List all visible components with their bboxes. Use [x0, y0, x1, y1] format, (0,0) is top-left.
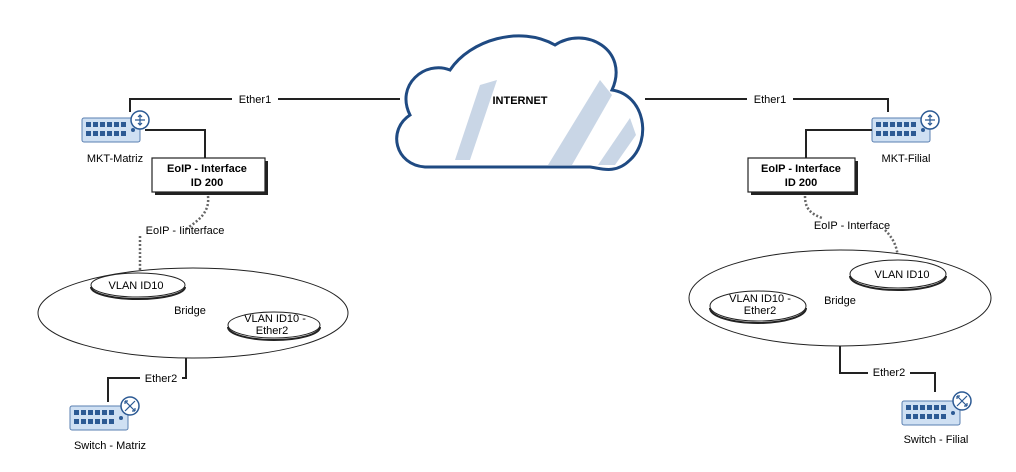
matriz-wan-link-label: Ether1	[239, 94, 271, 106]
internet-label: INTERNET	[493, 95, 548, 107]
filial-eoip-link-label: EoIP - Interface	[814, 220, 890, 232]
matriz-eoip-dotted-link	[138, 195, 210, 270]
matriz-vlan-ether2-line2: Ether2	[256, 325, 288, 337]
filial-router[interactable]: MKT-Filial	[871, 110, 940, 165]
switch-icon	[901, 391, 972, 426]
filial-eoip-connector	[805, 129, 872, 158]
router-icon	[871, 110, 940, 143]
matriz-lan-link-label: Ether2	[145, 373, 177, 385]
filial-router-label: MKT-Filial	[882, 153, 931, 165]
matriz-eoip-link-label: EoIP - Iinterface	[146, 225, 225, 237]
matriz-eoip-connector	[145, 129, 206, 158]
matriz-vlan-ether2-line1: VLAN ID10 -	[244, 313, 306, 325]
matriz-vlan-ether2[interactable]: VLAN ID10 - Ether2	[227, 311, 321, 341]
filial-lan-link-label: Ether2	[873, 367, 905, 379]
internet-cloud: INTERNET	[395, 34, 645, 171]
matriz-switch-label: Switch - Matriz	[74, 440, 146, 452]
filial-vlan-id10-label: VLAN ID10	[874, 269, 929, 281]
filial-eoip-title: EoIP - Interface	[761, 163, 841, 175]
filial-eoip-box[interactable]: EoIP - Interface ID 200	[747, 157, 858, 195]
filial-wan-link-label: Ether1	[754, 94, 786, 106]
matriz-eoip-id: ID 200	[191, 177, 223, 189]
filial-wan-link	[645, 98, 889, 112]
filial-vlan-ether2-line1: VLAN ID10 -	[729, 293, 791, 305]
filial-vlan-id10[interactable]: VLAN ID10	[849, 259, 947, 291]
switch-icon	[69, 396, 140, 431]
matriz-router[interactable]: MKT-Matriz	[81, 110, 150, 165]
matriz-bridge-label: Bridge	[174, 305, 206, 317]
filial-bridge-label: Bridge	[824, 295, 856, 307]
filial-vlan-ether2-line2: Ether2	[744, 305, 776, 317]
matriz-vlan-id10-label: VLAN ID10	[108, 280, 163, 292]
router-icon	[81, 110, 150, 143]
matriz-vlan-id10[interactable]: VLAN ID10	[90, 272, 186, 300]
filial-eoip-id: ID 200	[785, 177, 817, 189]
matriz-eoip-title: EoIP - Interface	[167, 163, 247, 175]
matriz-router-label: MKT-Matriz	[87, 153, 143, 165]
cloud-icon	[395, 34, 645, 171]
filial-site: Ether1 MKT-Filial EoIP - Interface ID 20…	[645, 91, 992, 446]
filial-switch-label: Switch - Filial	[904, 434, 969, 446]
matriz-eoip-box[interactable]: EoIP - Interface ID 200	[151, 157, 268, 195]
filial-switch[interactable]: Switch - Filial	[901, 391, 972, 446]
matriz-switch[interactable]: Switch - Matriz	[69, 396, 146, 452]
matriz-site: Ether1 MKT-Matriz EoIP - Interface ID 20…	[37, 91, 400, 452]
matriz-wan-link	[129, 98, 400, 112]
filial-vlan-ether2[interactable]: VLAN ID10 - Ether2	[709, 290, 807, 324]
